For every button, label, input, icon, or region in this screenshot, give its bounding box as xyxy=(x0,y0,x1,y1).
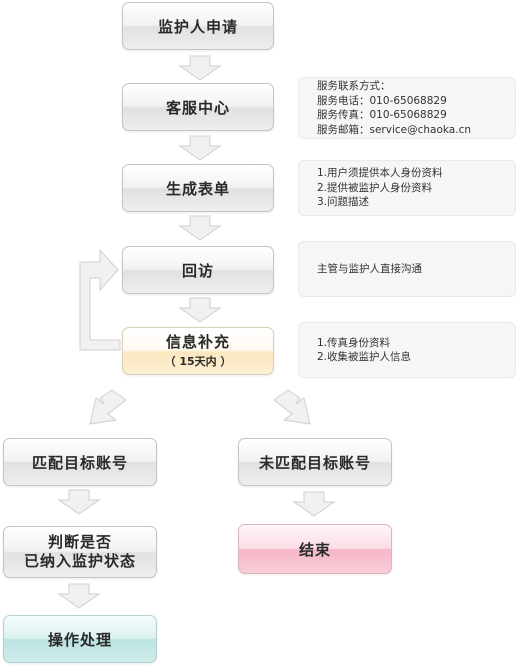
node-unmatched: 未匹配目标账号 xyxy=(238,438,392,486)
loop-arrow xyxy=(79,248,121,351)
arrow-diag-left xyxy=(89,389,127,425)
node-end: 结束 xyxy=(238,524,392,574)
node-visit: 回访 xyxy=(122,246,274,294)
note-visit-line: 主管与监护人直接沟通 xyxy=(317,262,422,275)
node-judge-label-line1: 判断是否 xyxy=(47,533,112,551)
node-matched-label: 匹配目标账号 xyxy=(31,453,128,472)
node-supplement-label: 信息补充 xyxy=(165,333,230,351)
note-service-contact-line: 服务邮箱：service@chaoka.cn xyxy=(317,123,471,136)
arrow-diag-right xyxy=(273,389,311,425)
node-judge-label-line2: 已纳入监护状态 xyxy=(23,552,136,570)
node-operate-label: 操作处理 xyxy=(47,630,112,649)
node-apply: 监护人申请 xyxy=(122,2,274,50)
note-form-line: 3.问题描述 xyxy=(317,196,370,209)
arrow-down-7 xyxy=(292,491,336,517)
arrow-down-3 xyxy=(178,215,222,241)
note-service-contact-line: 服务联系方式： xyxy=(317,80,391,92)
note-supplement: 1.传真身份资料 2.收集被监护人信息 xyxy=(298,322,516,378)
node-apply-label: 监护人申请 xyxy=(157,17,238,36)
note-supplement-line: 1.传真身份资料 xyxy=(317,336,391,349)
arrow-down-1 xyxy=(178,55,222,81)
arrow-down-5 xyxy=(57,489,101,515)
note-form-requirements: 1.用户须提供本人身份资料 2.提供被监护人身份资料 3.问题描述 xyxy=(298,160,516,216)
note-visit: 主管与监护人直接沟通 xyxy=(298,241,516,297)
note-service-contact: 服务联系方式： 服务电话：010-65068829 服务传真：010-65068… xyxy=(298,77,516,139)
node-form-label: 生成表单 xyxy=(165,179,230,198)
node-supplement: 信息补充 （ 15天内 ） xyxy=(122,327,274,375)
note-form-line: 2.提供被监护人身份资料 xyxy=(317,181,433,194)
arrow-down-2 xyxy=(178,135,222,161)
note-service-contact-line: 服务电话：010-65068829 xyxy=(317,94,447,107)
note-service-contact-line: 服务传真：010-65068829 xyxy=(317,109,447,121)
note-form-line: 1.用户须提供本人身份资料 xyxy=(317,167,443,180)
node-service-center: 客服中心 xyxy=(122,83,274,131)
node-supplement-sublabel: （ 15天内 ） xyxy=(164,355,232,368)
note-supplement-line: 2.收集被监护人信息 xyxy=(317,351,412,363)
node-visit-label: 回访 xyxy=(181,261,214,280)
node-form: 生成表单 xyxy=(122,164,274,212)
node-judge: 判断是否 已纳入监护状态 xyxy=(3,526,157,578)
node-unmatched-label: 未匹配目标账号 xyxy=(258,453,371,472)
node-matched: 匹配目标账号 xyxy=(3,438,157,486)
arrow-down-4 xyxy=(178,297,222,323)
arrow-down-6 xyxy=(57,583,101,609)
node-end-label: 结束 xyxy=(298,540,331,559)
node-operate: 操作处理 xyxy=(3,615,157,663)
node-service-center-label: 客服中心 xyxy=(165,98,230,117)
